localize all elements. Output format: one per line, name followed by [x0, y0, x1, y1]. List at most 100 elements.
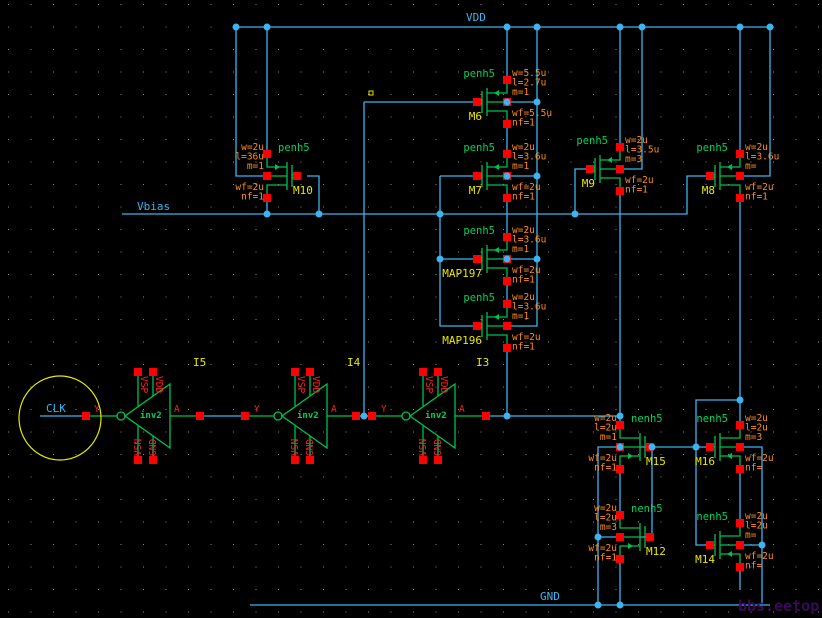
- pin[interactable]: [616, 187, 624, 195]
- pin[interactable]: [419, 368, 427, 376]
- pin[interactable]: [736, 421, 744, 429]
- pin[interactable]: [196, 412, 204, 420]
- pin[interactable]: [503, 344, 511, 352]
- pin[interactable]: [149, 456, 157, 464]
- pin[interactable]: [586, 165, 594, 173]
- pin[interactable]: [736, 172, 744, 180]
- pin[interactable]: [616, 533, 624, 541]
- wire[interactable]: [574, 168, 590, 214]
- junction-dot: [571, 210, 579, 218]
- pin[interactable]: [503, 76, 511, 84]
- pin[interactable]: [293, 172, 301, 180]
- pin[interactable]: [503, 277, 511, 285]
- pin[interactable]: [473, 255, 481, 263]
- pin[interactable]: [352, 412, 360, 420]
- pin[interactable]: [616, 165, 624, 173]
- pin[interactable]: [736, 194, 744, 202]
- pin[interactable]: [82, 412, 90, 420]
- pin[interactable]: [646, 533, 654, 541]
- pin[interactable]: [706, 443, 714, 451]
- supply-pin-label: VSN: [133, 439, 144, 456]
- wire[interactable]: [507, 27, 538, 327]
- pin[interactable]: [482, 412, 490, 420]
- pin[interactable]: [241, 412, 249, 420]
- pin[interactable]: [503, 233, 511, 241]
- model-label: nenh5: [696, 511, 728, 523]
- pin[interactable]: [291, 368, 299, 376]
- pin[interactable]: [473, 98, 481, 106]
- pin[interactable]: [419, 456, 427, 464]
- pin[interactable]: [263, 194, 271, 202]
- pin[interactable]: [263, 150, 271, 158]
- pin[interactable]: [616, 465, 624, 473]
- pin[interactable]: [306, 456, 314, 464]
- wire[interactable]: [235, 27, 267, 177]
- pin[interactable]: [503, 322, 511, 330]
- pin[interactable]: [736, 465, 744, 473]
- pin[interactable]: [503, 150, 511, 158]
- pin[interactable]: [134, 368, 142, 376]
- param-text: w=2u: [745, 511, 768, 522]
- param-text: wf=5.5u: [512, 108, 552, 119]
- junction-dot: [533, 172, 541, 180]
- pin[interactable]: [473, 172, 481, 180]
- pin[interactable]: [736, 443, 744, 451]
- wire[interactable]: [439, 176, 477, 327]
- pin[interactable]: [503, 120, 511, 128]
- junction-dot: [263, 23, 271, 31]
- instance-name: M15: [646, 455, 666, 468]
- pin[interactable]: [368, 412, 376, 420]
- param-text: nf=1: [512, 342, 535, 353]
- wire[interactable]: [620, 27, 643, 170]
- wire[interactable]: [695, 399, 740, 546]
- wire[interactable]: [597, 446, 620, 605]
- pin[interactable]: [706, 541, 714, 549]
- pin[interactable]: [503, 194, 511, 202]
- param-text: nf=1: [625, 185, 648, 196]
- pin[interactable]: [736, 563, 744, 571]
- net-label-gnd: GND: [540, 590, 560, 603]
- instance-name: M14: [695, 553, 715, 566]
- pin[interactable]: [473, 322, 481, 330]
- pin[interactable]: [736, 150, 744, 158]
- wire[interactable]: [122, 175, 710, 215]
- wire[interactable]: [307, 175, 320, 214]
- pin[interactable]: [134, 456, 142, 464]
- pin[interactable]: [736, 541, 744, 549]
- pin[interactable]: [263, 172, 271, 180]
- pin[interactable]: [616, 511, 624, 519]
- selection-highlight[interactable]: [18, 375, 102, 461]
- pin[interactable]: [706, 172, 714, 180]
- wire[interactable]: [740, 446, 763, 605]
- pin[interactable]: [616, 143, 624, 151]
- param-text: l=3.6u: [512, 152, 546, 163]
- model-label: penh5: [278, 142, 310, 154]
- pin[interactable]: [291, 456, 299, 464]
- param-text: nf=1: [594, 553, 617, 564]
- wire[interactable]: [740, 27, 771, 177]
- pin[interactable]: [149, 368, 157, 376]
- pin[interactable]: [616, 421, 624, 429]
- pin[interactable]: [434, 368, 442, 376]
- param-text: l=2u: [745, 521, 768, 532]
- pin[interactable]: [503, 300, 511, 308]
- pin[interactable]: [306, 368, 314, 376]
- pin[interactable]: [434, 456, 442, 464]
- pin[interactable]: [616, 555, 624, 563]
- supply-pin-label: GND: [148, 439, 159, 456]
- pin[interactable]: [736, 519, 744, 527]
